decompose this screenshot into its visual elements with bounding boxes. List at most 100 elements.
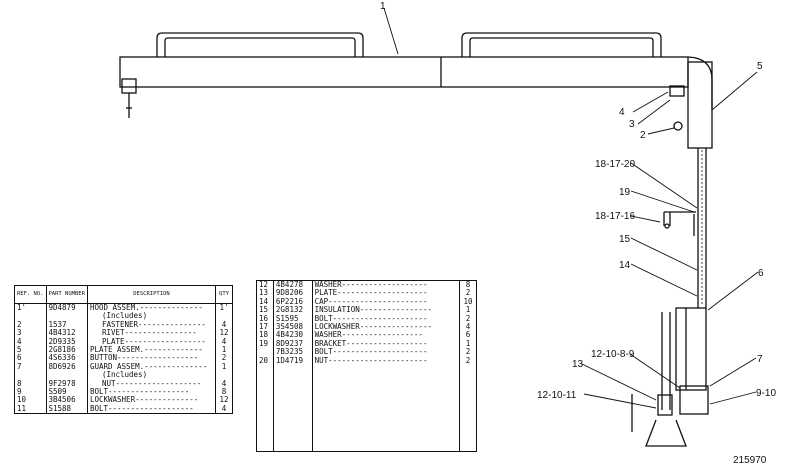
description-cell: BRACKET------------------: [312, 339, 461, 349]
description-cell: BOLT-------------------: [87, 404, 217, 414]
description-cell: BOLT---------------------: [312, 314, 461, 324]
qty-cell: 10: [463, 296, 473, 306]
ref-no-cell: 15: [256, 305, 274, 315]
empty-cell: [256, 365, 274, 452]
empty-cell: [46, 413, 88, 414]
callout-18-17-16: 18-17-16: [595, 211, 635, 222]
ref-no-cell: 19: [256, 339, 274, 349]
parts-table-left: REF. NO. PART NUMBER DESCRIPTION QTY 1'9…: [14, 285, 233, 415]
qty-cell: 4: [221, 336, 227, 346]
ref-no-cell: 17: [256, 322, 274, 332]
part-number-cell: S1588: [46, 404, 88, 414]
plate-assembly: [687, 61, 713, 149]
ref-no-cell: 2: [14, 320, 47, 330]
qty-cell: 1: [465, 305, 471, 315]
empty-cell: [460, 365, 477, 451]
qty-cell: 1: [221, 345, 227, 355]
qty-cell: 2: [465, 288, 471, 298]
description-cell: INSULATION----------------: [312, 305, 461, 315]
callout-12-10-11: 12-10-11: [537, 390, 577, 401]
part-number-cell: 1D4719: [273, 356, 313, 366]
table-row: (Includes): [14, 311, 233, 321]
ref-no-cell: [256, 348, 274, 357]
callout-5: 5: [757, 61, 763, 72]
empty-cell: [312, 365, 461, 452]
callout-4: 4: [619, 107, 625, 118]
fastener-stud: [673, 121, 683, 131]
hood-corner: [687, 56, 713, 110]
part-number-cell: 2G8132: [273, 305, 313, 315]
header-qty: QTY: [215, 285, 233, 304]
qty-cell: 4: [221, 319, 227, 329]
qty-cell: 4: [221, 403, 227, 413]
qty-cell: 2: [465, 355, 471, 365]
part-number-cell: 9D4879: [46, 303, 88, 313]
empty-cell: [14, 413, 47, 414]
qty-cell: 1: [221, 361, 227, 371]
callout-13: 13: [572, 359, 584, 370]
callout-9-10: 9-10: [756, 388, 776, 399]
ref-no-cell: 8: [14, 379, 47, 389]
guard-assembly: [675, 307, 707, 391]
description-cell: (Includes): [87, 311, 217, 321]
part-number-cell: 4B4230: [273, 331, 313, 340]
callout-19: 19: [619, 187, 631, 198]
ref-no-cell: 9: [14, 387, 47, 397]
qty-cell: 2: [221, 353, 227, 363]
fastener-bracket: [669, 85, 685, 97]
description-cell: LOCKWASHER----------------: [312, 322, 461, 332]
part-number-cell: S509: [46, 387, 88, 397]
qty-cell: 1': [219, 303, 229, 312]
ref-no-cell: 18: [256, 331, 274, 340]
callout-3: 3: [629, 119, 635, 130]
qty-cell: 4: [465, 322, 471, 332]
part-number-cell: [46, 371, 88, 380]
qty-cell: 1: [465, 338, 471, 348]
guard-foot: [645, 419, 687, 447]
qty-cell: 12: [219, 395, 229, 405]
qty-cell: 12: [219, 328, 229, 338]
description-cell: BUTTON------------------: [87, 354, 217, 363]
part-number-cell: 4B4312: [46, 328, 88, 338]
table-header-row: REF. NO. PART NUMBER DESCRIPTION QTY: [14, 285, 233, 304]
hood-top-panel: [119, 56, 689, 88]
callout-1: 1: [380, 1, 386, 12]
ref-no-cell: [14, 312, 47, 321]
description-cell: PLATE--------------------: [312, 288, 461, 298]
description-cell: BOLT------------------: [87, 387, 217, 397]
ref-no-cell: 20: [256, 356, 274, 366]
callout-12-10-8-9: 12-10-8-9: [591, 349, 635, 360]
callout-14: 14: [619, 260, 631, 271]
part-number-cell: 3B4506: [46, 396, 88, 405]
callout-6: 6: [758, 268, 764, 279]
qty-cell: 2: [465, 347, 471, 357]
table-filler-row: [14, 413, 233, 414]
ref-no-cell: [14, 371, 47, 380]
ref-no-cell: 11: [14, 404, 47, 414]
part-number-cell: 2D9335: [46, 337, 88, 347]
part-number-cell: 2G8186: [46, 345, 88, 355]
part-number-cell: 6P2216: [273, 297, 313, 307]
part-number-cell: 4B4278: [273, 280, 313, 290]
description-cell: CAP----------------------: [312, 297, 461, 307]
description-cell: WASHER-------------------: [312, 280, 461, 290]
part-number-cell: 1537: [46, 320, 88, 330]
ref-no-cell: 1': [14, 303, 47, 313]
part-number-cell: [46, 312, 88, 321]
part-number-cell: 3S4508: [273, 322, 313, 332]
callout-18-17-20: 18-17-20: [595, 159, 635, 170]
handle-right: [461, 32, 662, 57]
